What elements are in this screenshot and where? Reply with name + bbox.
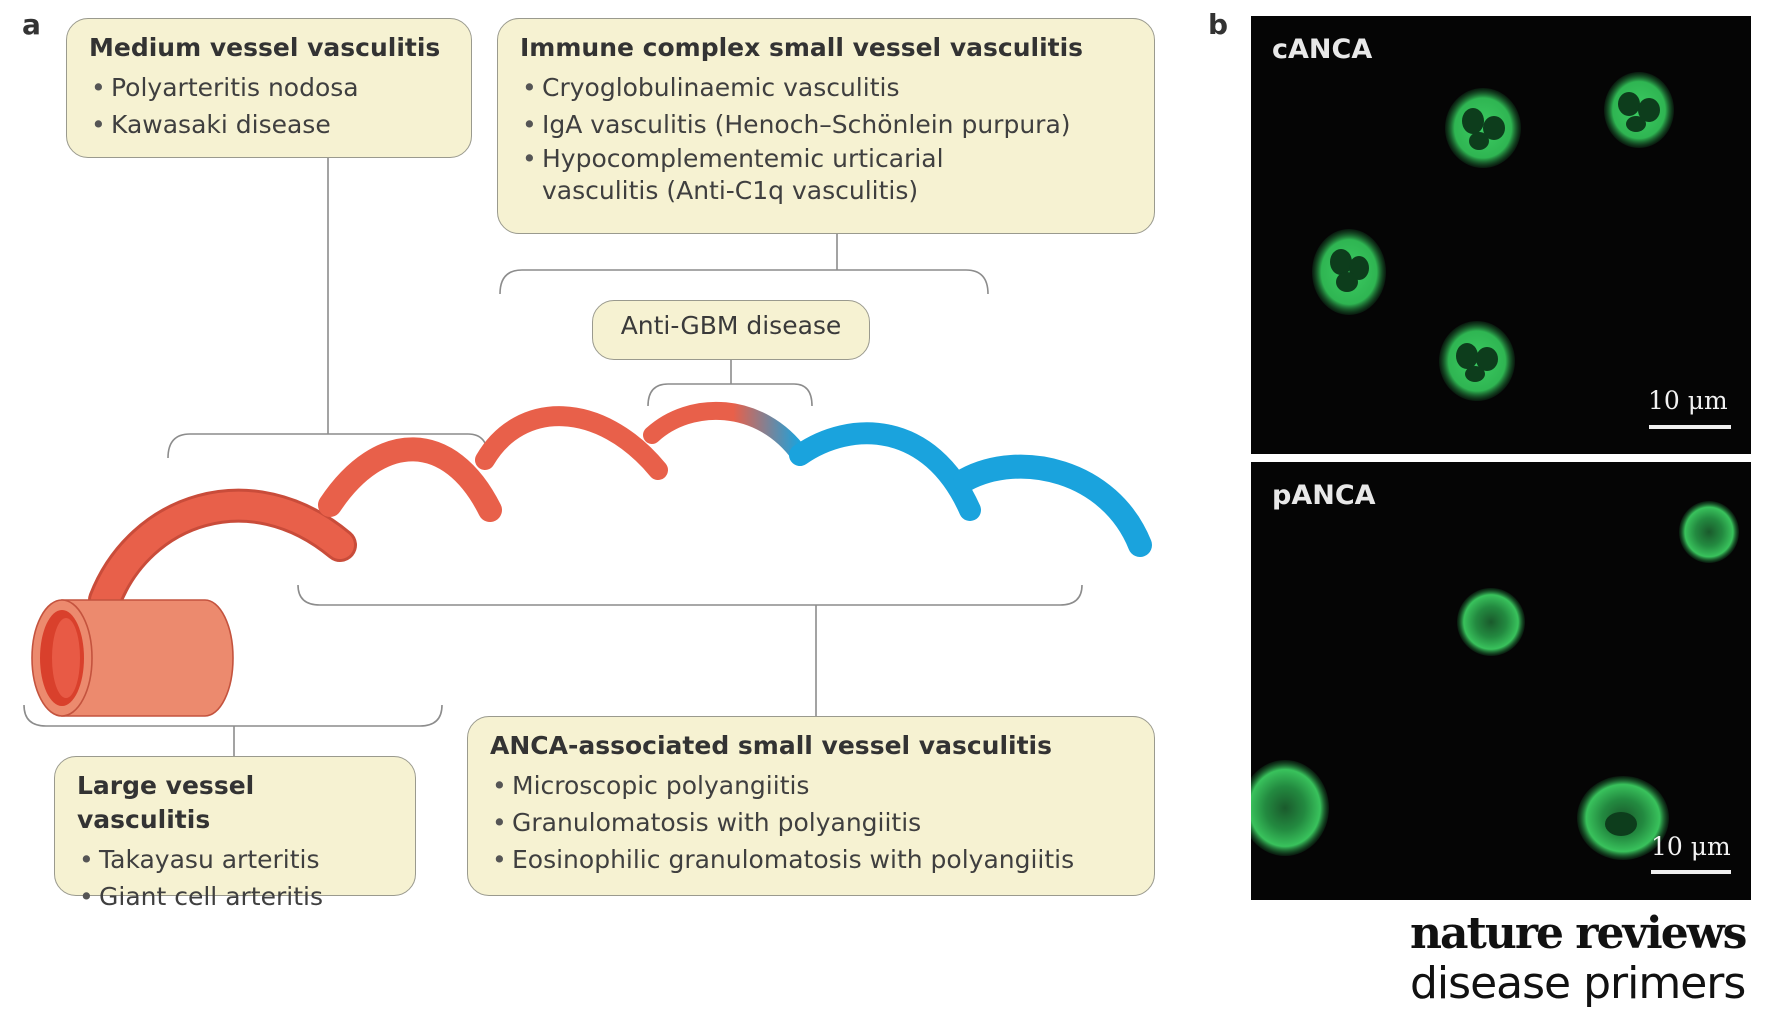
vessel-diagram bbox=[23, 158, 1152, 756]
medium-vessel-box: Medium vessel vasculitis Polyarteritis n… bbox=[66, 18, 472, 158]
canca-scale-label: 10 μm bbox=[1648, 386, 1728, 415]
anca-title: ANCA-associated small vessel vasculitis bbox=[490, 731, 1052, 760]
artery-cylinder bbox=[31, 599, 234, 717]
list-item: Granulomatosis with polyangiitis bbox=[490, 804, 1132, 841]
list-item: Hypocomplementemic urticarial bbox=[520, 143, 1132, 175]
list-item: IgA vasculitis (Henoch–Schönlein purpura… bbox=[520, 106, 1132, 143]
anca-box: ANCA-associated small vessel vasculitis … bbox=[467, 716, 1155, 896]
canca-scale-bar bbox=[1649, 425, 1731, 429]
vessel-tree bbox=[88, 401, 1152, 617]
immune-complex-title: Immune complex small vessel vasculitis bbox=[520, 33, 1084, 62]
list-item: Takayasu arteritis bbox=[77, 841, 393, 878]
list-item: Cryoglobulinaemic vasculitis bbox=[520, 69, 1132, 106]
large-vessel-box: Large vessel vasculitis Takayasu arterit… bbox=[54, 756, 416, 915]
list-item-continuation: vasculitis (Anti-C1q vasculitis) bbox=[542, 176, 919, 205]
canca-micrograph: cANCA 10 μm bbox=[1251, 16, 1751, 454]
panca-label: pANCA bbox=[1272, 480, 1376, 511]
canca-label: cANCA bbox=[1272, 34, 1373, 65]
medium-vessel-title: Medium vessel vasculitis bbox=[89, 33, 441, 62]
panca-scale-label: 10 μm bbox=[1651, 832, 1731, 861]
panca-scale-bar bbox=[1651, 870, 1731, 874]
connector-lines bbox=[23, 158, 1083, 756]
list-item: Kawasaki disease bbox=[89, 106, 449, 143]
brand-disease-primers: disease primers bbox=[1410, 958, 1746, 1009]
canca-cells bbox=[1312, 72, 1674, 401]
brand-nature-reviews: nature reviews bbox=[1410, 908, 1747, 959]
list-item: Microscopic polyangiitis bbox=[490, 767, 1132, 804]
anti-gbm-title: Anti-GBM disease bbox=[620, 311, 842, 340]
list-item: Giant cell arteritis bbox=[77, 878, 393, 915]
panca-micrograph: pANCA 10 μm bbox=[1251, 462, 1751, 900]
anti-gbm-box: Anti-GBM disease bbox=[592, 300, 870, 360]
immune-complex-box: Immune complex small vessel vasculitis C… bbox=[497, 18, 1155, 234]
large-vessel-title: Large vessel vasculitis bbox=[77, 771, 255, 834]
panel-a-label: a bbox=[22, 8, 41, 41]
list-item: Polyarteritis nodosa bbox=[89, 69, 449, 106]
panca-cells bbox=[1251, 501, 1739, 860]
panel-b-label: b bbox=[1208, 8, 1229, 41]
list-item: Eosinophilic granulomatosis with polyang… bbox=[490, 841, 1132, 878]
